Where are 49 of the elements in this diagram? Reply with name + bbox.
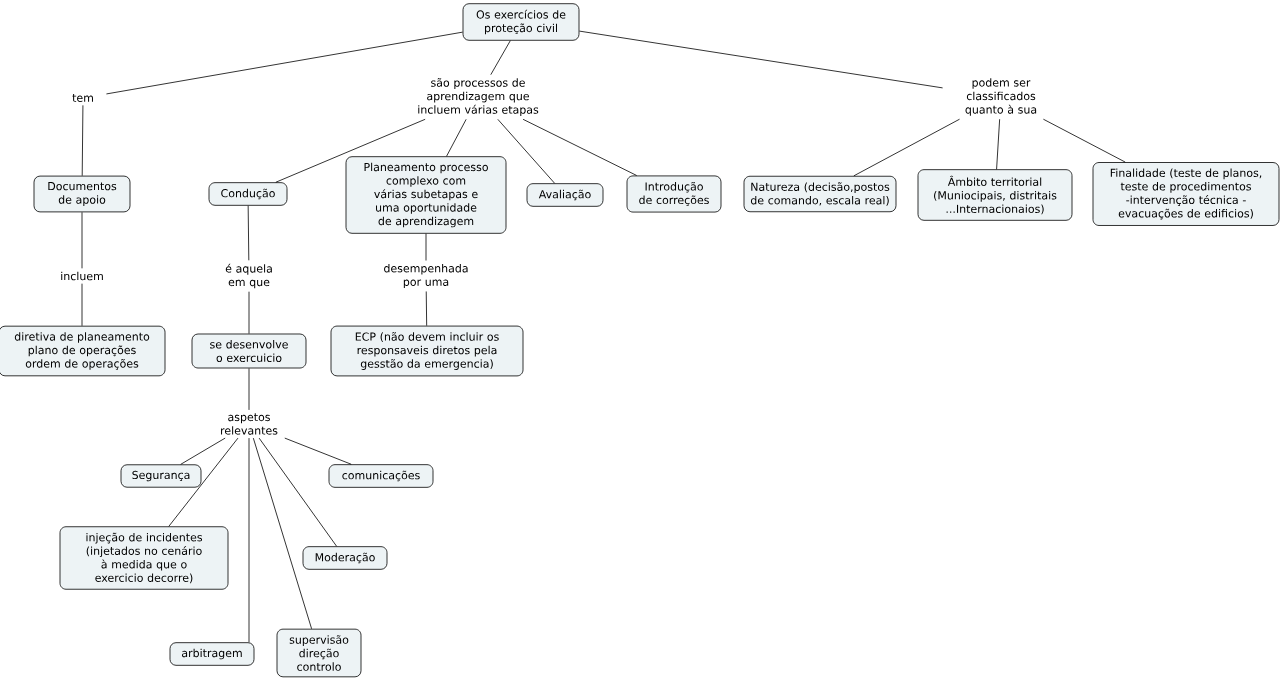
linking-phrase: são processos de aprendizagem que incluem várias etapas	[418, 78, 539, 116]
concept-box: injeção de incidentes (injetados no cenário à medida que o exercicio decorre)	[59, 526, 229, 590]
concept-box: supervisão direção controlo	[276, 628, 362, 678]
connector-line	[247, 205, 250, 261]
connector-line	[579, 30, 943, 89]
concept-box: Introdução de correções	[626, 175, 722, 213]
connector-line	[81, 211, 83, 269]
concept-box: Os exercícios de proteção civil	[462, 3, 580, 41]
connector-line	[446, 118, 467, 157]
linking-phrase: podem ser classificados quanto à sua	[965, 78, 1037, 116]
connector-line	[425, 291, 428, 327]
concept-box: se desenvolve o exercuicio	[191, 333, 307, 369]
connector-line	[248, 368, 250, 411]
concept-box: diretiva de planeamento plano de operações ordem de operações	[0, 325, 166, 377]
connector-line	[106, 31, 463, 95]
connector-line	[490, 40, 511, 76]
concept-box: Finalidade (teste de planos, teste de procedimentos -intervenção técnica - evacuações de edificios)	[1092, 162, 1280, 226]
linking-phrase: aspetos relevantes	[221, 413, 278, 435]
concept-box: Moderação	[302, 546, 388, 570]
concept-box: Condução	[208, 182, 288, 206]
concept-box: Âmbito territorial (Muniocipais, distritais ...Internacionaios)	[917, 169, 1073, 221]
connector-line	[168, 437, 239, 527]
connector-line	[522, 118, 638, 176]
connector-line	[1043, 118, 1126, 163]
concept-box: ECP (não devem incluir os responsaveis diretos pela gesstão da emergencia)	[330, 325, 524, 377]
connector-line	[81, 283, 83, 327]
concept-box: Segurança	[120, 464, 202, 488]
connector-line	[853, 118, 960, 177]
connector-line	[248, 291, 250, 334]
connector-line	[497, 118, 555, 184]
concept-box: comunicações	[328, 464, 434, 488]
concept-box: Avaliação	[526, 183, 604, 207]
connector-line	[284, 437, 352, 465]
concept-box: Documentos de apoio	[33, 175, 131, 213]
linking-phrase: incluem	[61, 271, 103, 281]
connector-line	[180, 437, 226, 465]
connector-line	[275, 118, 426, 183]
linking-phrase: desempenhada por uma	[384, 263, 468, 289]
linking-phrase: tem	[72, 94, 93, 102]
concept-box: Planeamento processo complexo com várias subetapas e uma oportunidade de aprendizagem	[345, 156, 507, 234]
connector-line	[425, 233, 427, 261]
concept-box: Natureza (decisão,postos de comando, escala real)	[743, 175, 897, 213]
concept-box: arbitragem	[169, 642, 255, 666]
connector-line	[252, 437, 312, 630]
connector-line	[996, 118, 1001, 170]
connector-line	[81, 104, 84, 177]
connector-line	[248, 437, 250, 643]
connector-line	[258, 437, 337, 547]
linking-phrase: é aquela em que	[225, 263, 272, 289]
